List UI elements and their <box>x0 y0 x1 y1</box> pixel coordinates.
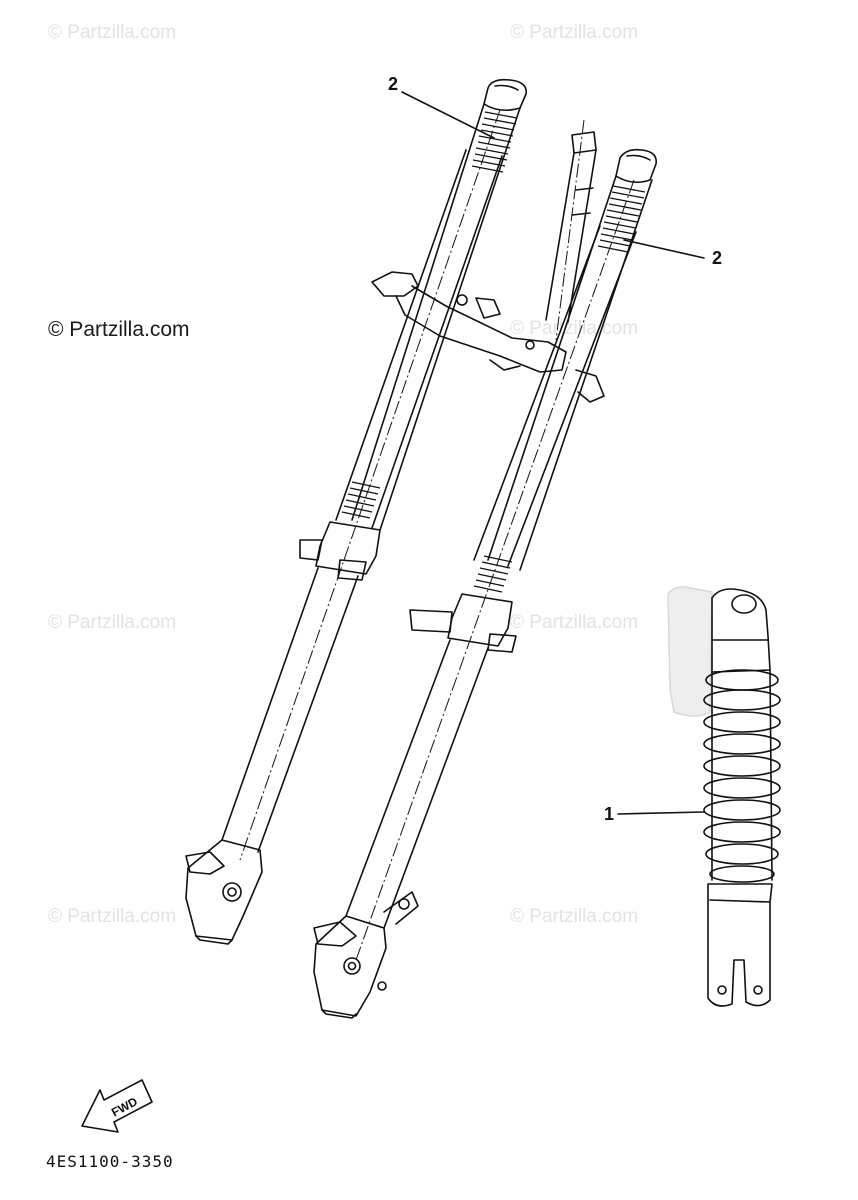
front-fork-left <box>185 78 527 945</box>
rear-shock-absorber <box>667 586 781 1007</box>
watermark-center-right: © Partzilla.com <box>510 612 639 633</box>
fwd-arrow-icon: FWD <box>81 1079 153 1133</box>
watermark-mid-right: © Partzilla.com <box>510 318 639 339</box>
diagram-code: 4ES1100-3350 <box>46 1152 174 1171</box>
watermark-low-left: © Partzilla.com <box>48 906 177 927</box>
callout-leaders <box>401 91 705 815</box>
watermark-top-left: © Partzilla.com <box>48 22 177 43</box>
watermark-center-left: © Partzilla.com <box>48 612 177 633</box>
front-fork-right <box>313 148 658 1019</box>
callout-1: 1 <box>604 804 615 824</box>
watermark-top-right: © Partzilla.com <box>510 22 639 43</box>
watermark-mid-left: © Partzilla.com <box>48 318 190 341</box>
steering-stem <box>545 119 597 341</box>
callout-2-left: 2 <box>388 74 399 94</box>
under-bracket <box>371 271 605 403</box>
watermark-low-right: © Partzilla.com <box>510 906 639 927</box>
callout-2-right: 2 <box>712 248 723 268</box>
